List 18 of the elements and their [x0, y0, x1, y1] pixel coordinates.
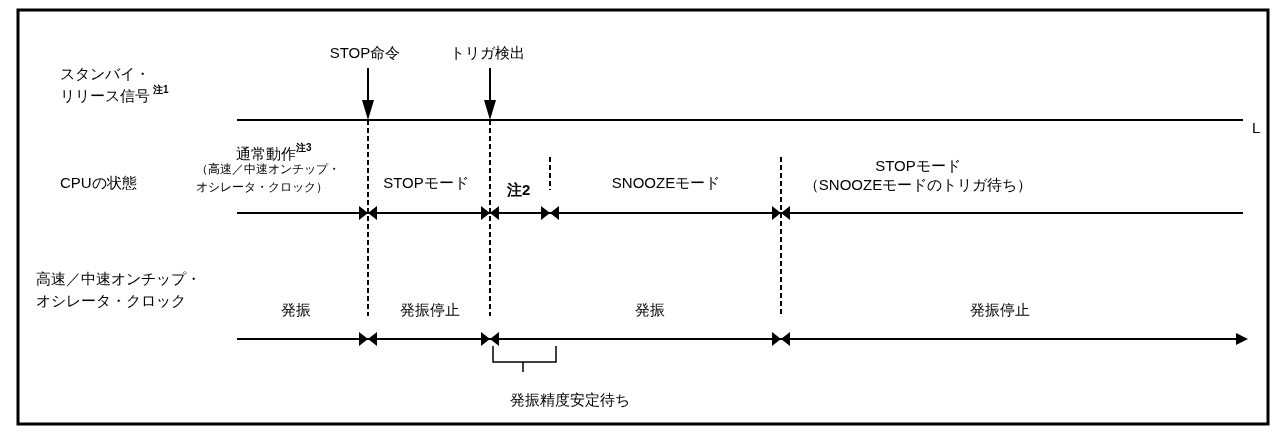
event-label: STOP命令 — [329, 43, 401, 63]
state-label: STOPモード — [383, 173, 469, 193]
level-label: L — [1252, 118, 1261, 138]
row-label: スタンバイ・リリース信号$^{注1}$ — [60, 64, 170, 106]
row-label: CPUの状態 — [60, 173, 137, 193]
clock-state-label: 発振 — [281, 300, 311, 320]
state-label: SNOOZEモード — [611, 173, 721, 193]
state-label: STOPモード — [875, 156, 961, 176]
state-label: 通常動作$^{注3}$ — [236, 143, 312, 163]
bracket-label: 発振精度安定待ち — [510, 390, 630, 410]
clock-state-label: 発振 — [635, 300, 665, 320]
state-label: （SNOOZEモードのトリガ待ち） — [803, 175, 1033, 195]
row-label: 高速／中速オンチップ・オシレータ・クロック — [36, 269, 202, 311]
event-label: トリガ検出 — [449, 43, 525, 63]
clock-state-label: 発振停止 — [400, 300, 460, 320]
clock-state-label: 発振停止 — [970, 300, 1030, 320]
state-note: （高速／中速オンチップ・オシレータ・クロック） — [196, 161, 341, 196]
note-mark: 注2 — [507, 180, 531, 200]
